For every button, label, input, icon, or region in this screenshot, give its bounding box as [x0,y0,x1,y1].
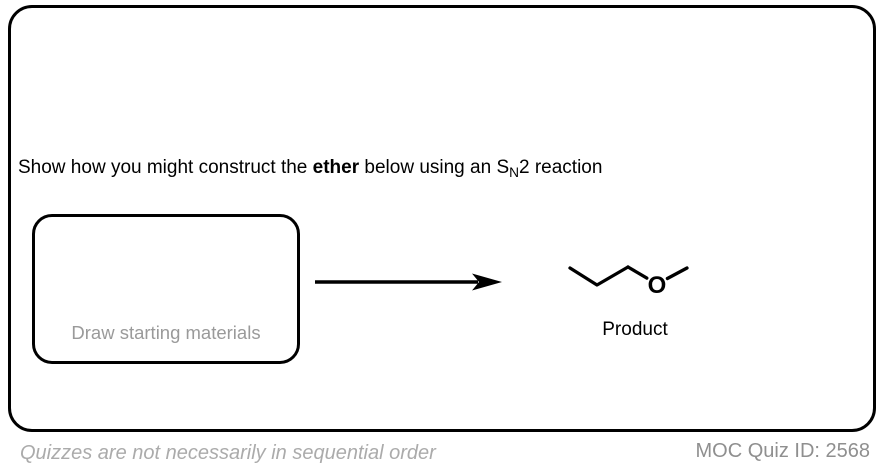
oxygen-atom-label: O [648,272,667,299]
product-structure: O [568,265,689,299]
question-subscript: N [509,164,519,180]
reaction-arrow-icon [315,273,502,291]
question-text: Show how you might construct the ether b… [18,157,602,179]
question-middle: below using an S [359,157,510,178]
footer-note: Quizzes are not necessarily in sequentia… [20,442,436,464]
draw-starting-materials-box[interactable]: Draw starting materials [32,214,300,364]
question-suffix: 2 reaction [519,157,603,178]
product-caption: Product [602,319,668,340]
question-bold-word: ether [312,157,360,178]
draw-box-placeholder: Draw starting materials [71,322,261,343]
quiz-id-label: MOC Quiz ID: 2568 [695,440,870,462]
question-prefix: Show how you might construct the [18,157,313,178]
